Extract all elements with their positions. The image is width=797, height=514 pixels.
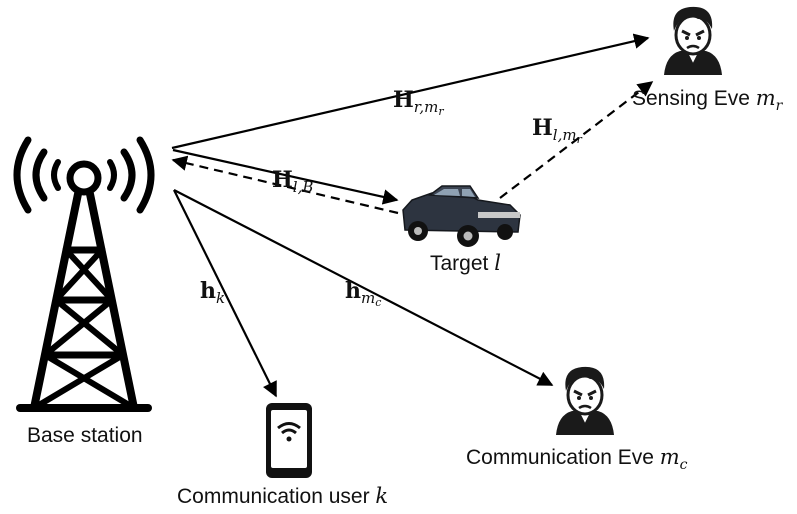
link-bs-comm-eve (173, 189, 554, 386)
link-bs-sensing-eve (171, 33, 650, 150)
sensing-eve-label: Sensing Eve mr (632, 86, 784, 114)
channel-label-h-k: hk (200, 278, 225, 307)
sensing-eve-icon (664, 6, 722, 75)
link-bs-user (173, 189, 277, 398)
channel-label-h-l-mr: Hl,mr (532, 115, 583, 146)
link-bs-target (172, 148, 399, 205)
channel-label-h-l-b: Hl,B (272, 167, 313, 196)
link-target-sensing-eve (499, 81, 654, 199)
communication-eve-icon (556, 366, 614, 435)
user-label: Communication user k (177, 484, 388, 508)
phone-icon (266, 403, 312, 478)
channel-label-h-mc: hmc (345, 278, 381, 309)
link-target-bs-echo (171, 155, 399, 215)
car-icon (402, 185, 521, 247)
base-station-label: Base station (27, 424, 143, 447)
target-label: Target l (430, 251, 501, 275)
base-station-icon (13, 136, 155, 412)
channel-label-h-r-mr: Hr,mr (393, 87, 444, 118)
communication-eve-label: Communication Eve mc (466, 445, 688, 473)
